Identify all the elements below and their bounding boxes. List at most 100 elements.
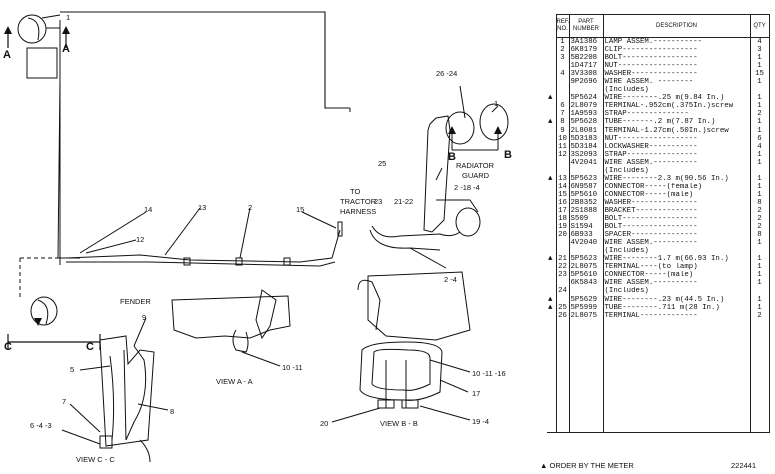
meter-mark	[547, 327, 557, 336]
part-number: 2B8352	[568, 198, 604, 207]
quantity: 2	[749, 311, 770, 320]
part-description: WASHER---------------	[602, 70, 751, 79]
table-row	[547, 327, 770, 336]
meter-mark	[547, 190, 557, 199]
part-description: CONNECTOR-----(male)	[602, 271, 751, 280]
callout-12: 12	[136, 235, 144, 244]
part-number: 5P5623	[568, 255, 604, 264]
part-description: WIRE ASSEM. --------	[602, 78, 751, 87]
quantity: 1	[749, 190, 770, 199]
part-description	[602, 359, 751, 368]
quantity: 2	[749, 206, 770, 216]
ref-number: 16	[555, 198, 570, 207]
table-row	[547, 424, 770, 434]
part-number: 3S2093	[568, 150, 604, 159]
meter-mark	[547, 62, 557, 71]
section-label-a-right: A	[62, 43, 70, 55]
quantity	[749, 343, 770, 352]
meter-mark	[547, 319, 557, 328]
table-row	[547, 359, 770, 368]
part-description: WIRE--------1.7 m(66.93 In.)	[602, 255, 751, 264]
ref-number: 21	[555, 255, 570, 264]
part-description: WIRE--------2.3 m(90.56 In.)	[602, 174, 751, 183]
ref-number	[555, 239, 570, 248]
meter-mark	[547, 182, 557, 191]
wiring-diagram: A A C C B B 1 1 26 -24 RADIATOR GUARD 25…	[3, 11, 512, 464]
table-row	[547, 351, 770, 360]
quantity	[749, 327, 770, 336]
quantity: 2	[749, 215, 770, 224]
ref-number: 4	[555, 70, 570, 79]
meter-mark	[547, 142, 557, 151]
part-description	[602, 392, 751, 401]
lamp-bracket-top	[26, 47, 58, 79]
callout-20: 20	[320, 419, 328, 428]
meter-mark	[547, 311, 557, 320]
meter-mark: ▲	[547, 295, 557, 304]
ref-number: 10	[555, 134, 570, 143]
part-number: 5D3183	[568, 134, 604, 143]
quantity	[749, 392, 770, 401]
part-description	[602, 327, 751, 336]
quantity	[749, 359, 770, 368]
tractor-harness-label-1: TO	[350, 187, 360, 196]
part-description: CONNECTOR-----(female)	[602, 182, 751, 191]
callout-6-4-3: 6 -4 -3	[30, 421, 52, 430]
part-number	[568, 392, 604, 401]
ref-number: 22	[555, 263, 570, 272]
part-description: (Includes)	[602, 247, 751, 256]
quantity: 1	[749, 303, 770, 312]
ref-number	[555, 359, 570, 368]
part-number: 2L8081	[568, 126, 604, 135]
meter-mark	[547, 86, 557, 95]
part-description: TERMINAL----(to lamp)	[602, 263, 751, 272]
table-row: (Includes)	[547, 166, 770, 175]
ref-number: 24	[555, 287, 570, 296]
quantity	[749, 335, 770, 344]
view-a-a-caption: VIEW A - A	[216, 377, 253, 386]
callout-10-11: 10 -11	[282, 363, 303, 372]
quantity	[749, 351, 770, 360]
part-description	[602, 424, 751, 434]
view-c-c-caption: VIEW C - C	[76, 455, 115, 464]
ref-number: 1	[555, 37, 570, 47]
meter-mark	[547, 198, 557, 207]
part-description: BOLT-----------------	[602, 223, 751, 232]
quantity: 6	[749, 134, 770, 143]
quantity: 1	[749, 271, 770, 280]
section-label-c-left: C	[4, 341, 12, 353]
callout-23: 23	[374, 197, 382, 206]
meter-mark	[547, 166, 557, 175]
part-description: (Includes)	[602, 86, 751, 95]
part-number: 2L8075	[568, 311, 604, 320]
meter-mark	[547, 102, 557, 111]
part-description	[602, 351, 751, 360]
quantity: 3	[749, 46, 770, 55]
part-number: 2L8075	[568, 263, 604, 272]
table-row	[547, 416, 770, 425]
callout-14: 14	[144, 205, 152, 214]
callout-2: 2	[248, 203, 252, 212]
ref-number	[555, 327, 570, 336]
part-number	[568, 351, 604, 360]
ref-number	[555, 335, 570, 344]
part-description	[602, 375, 751, 385]
ref-number: 3	[555, 54, 570, 63]
meter-mark	[547, 150, 557, 159]
ref-number: 18	[555, 215, 570, 224]
meter-mark	[547, 392, 557, 401]
callout-1-right: 1	[494, 99, 498, 108]
meter-mark	[547, 367, 557, 376]
section-label-b-right: B	[504, 149, 512, 161]
parts-table-header: REF. NO. PART NUMBER DESCRIPTION QTY	[547, 14, 770, 38]
part-description	[602, 408, 751, 417]
